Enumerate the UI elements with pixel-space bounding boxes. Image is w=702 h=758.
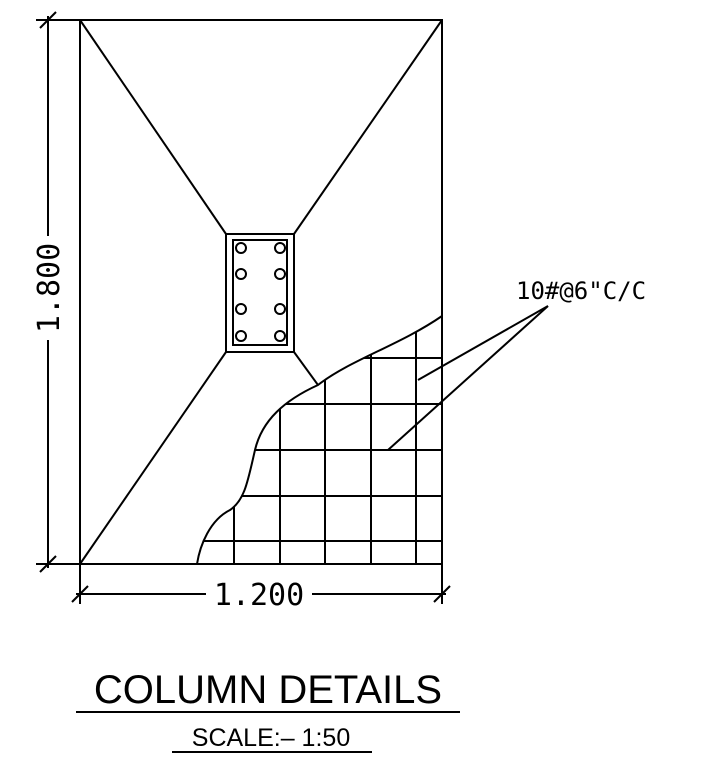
callout-leaders	[387, 305, 549, 451]
slope-line-bottom-right	[293, 351, 319, 386]
rebar	[235, 303, 247, 315]
column-outer	[225, 233, 295, 353]
rebar	[235, 330, 247, 342]
slope-line-bottom-left	[79, 351, 227, 565]
column-inner	[232, 239, 288, 346]
column-rebars	[235, 242, 286, 342]
leader-line	[417, 305, 549, 381]
rebar	[274, 242, 286, 254]
tick-mark	[433, 585, 451, 603]
width-dimension	[71, 564, 451, 604]
reinforcement-label: 10#@6"C/C	[516, 277, 646, 305]
tick-mark	[39, 11, 57, 29]
rebar	[274, 268, 286, 280]
rebar	[235, 242, 247, 254]
width-label: 1.200	[214, 578, 304, 613]
slope-line-top-right	[293, 19, 443, 235]
drawing-scale: SCALE:– 1:50	[192, 724, 350, 752]
rebar	[274, 330, 286, 342]
slope-line-top-left	[79, 19, 227, 235]
slope-lines	[79, 19, 443, 565]
height-dimension	[36, 11, 80, 573]
rebar	[235, 268, 247, 280]
tick-mark	[39, 555, 57, 573]
rebar-mesh	[197, 316, 442, 564]
leader-line	[387, 305, 549, 451]
footing-outline	[79, 19, 443, 565]
tick-mark	[71, 585, 89, 603]
height-label: 1.800	[32, 243, 67, 333]
rebar	[274, 303, 286, 315]
drawing-title: COLUMN DETAILS	[94, 668, 442, 712]
